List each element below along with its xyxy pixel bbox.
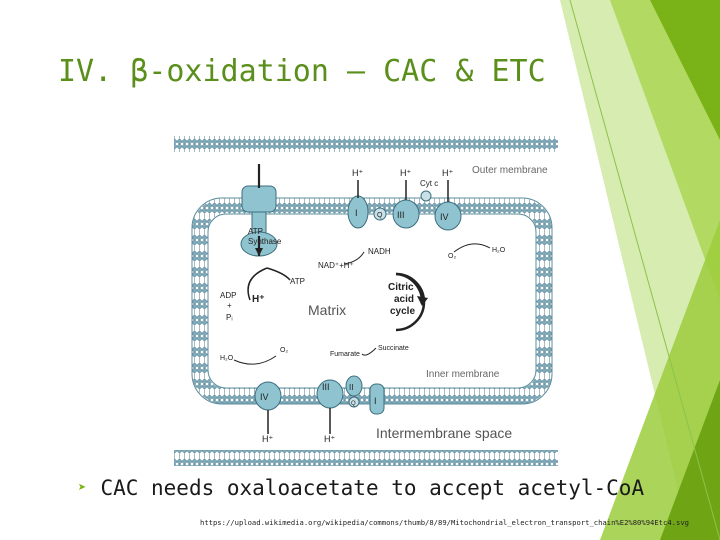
fumarate-label: Fumarate (330, 351, 360, 358)
outer-membrane-label: Outer membrane (472, 165, 548, 176)
bullet-arrow-icon: ➤ (78, 480, 87, 496)
atp-synthase-label-2: Synthase (248, 237, 282, 246)
complex-I-bottom: I (369, 383, 385, 415)
cyt-c-label: Cyt c (420, 179, 438, 188)
matrix-label: Matrix (308, 302, 346, 318)
citric-acid-cycle: Citric acid cycle (388, 272, 428, 332)
svg-text:III: III (322, 382, 330, 392)
slide-title: IV. β-oxidation – CAC & ETC (58, 54, 546, 89)
svg-text:IV: IV (440, 212, 449, 222)
complex-I-top: I (347, 180, 369, 229)
svg-text:Citric: Citric (388, 282, 414, 293)
nadh-label: NADH (368, 247, 391, 256)
bullet-text: CAC needs oxaloacetate to accept acetyl-… (100, 476, 645, 500)
pi-label: Pᵢ (226, 313, 233, 322)
svg-text:II: II (349, 383, 353, 392)
source-url[interactable]: https://upload.wikimedia.org/wikipedia/c… (200, 518, 689, 527)
h-plus-3: H⁺ (442, 168, 453, 178)
complex-II-bottom: II Q (345, 375, 363, 408)
inner-membrane-label: Inner membrane (426, 369, 500, 380)
complex-III-top: III Q (373, 180, 420, 229)
svg-text:IV: IV (260, 392, 269, 402)
svg-text:III: III (397, 210, 405, 220)
plus-label: + (227, 301, 232, 310)
atp-synthase-label-1: ATP (248, 227, 263, 236)
succinate-label: Succinate (378, 345, 409, 352)
h-plus-5: H⁺ (324, 434, 335, 444)
o2-bottom: O₂ (280, 347, 288, 354)
svg-text:acid: acid (394, 294, 414, 305)
complex-IV-bottom: IV (254, 381, 282, 434)
svg-text:Q: Q (351, 401, 356, 407)
h-plus-2: H⁺ (400, 168, 411, 178)
h-plus-4: H⁺ (262, 434, 273, 444)
svg-text:I: I (355, 208, 358, 218)
outer-membrane-bottom (174, 450, 558, 466)
atp-label: ATP (290, 277, 305, 286)
svg-text:cycle: cycle (390, 306, 415, 317)
h2o-top: H₂O (492, 247, 506, 254)
o2-top: O₂ (448, 253, 456, 260)
atp-synthase (240, 164, 278, 257)
etc-diagram: Outer membrane Inner membrane Matrix Int… (174, 136, 558, 466)
intermembrane-space-label: Intermembrane space (376, 425, 512, 441)
h-plus-atp: H⁺ (252, 294, 265, 305)
svg-text:I: I (374, 396, 377, 406)
complex-IV-top: IV (434, 180, 462, 231)
adp-label: ADP (220, 291, 236, 300)
h2o-bottom: H₂O (220, 355, 234, 362)
svg-text:Q: Q (377, 212, 383, 219)
complex-III-bottom: III (316, 379, 344, 434)
h-plus-1: H⁺ (352, 168, 363, 178)
nad-h-label: NAD⁺+H⁺ (318, 261, 354, 270)
bullet-point: ➤ CAC needs oxaloacetate to accept acety… (78, 476, 644, 500)
outer-membrane-top (174, 136, 558, 152)
